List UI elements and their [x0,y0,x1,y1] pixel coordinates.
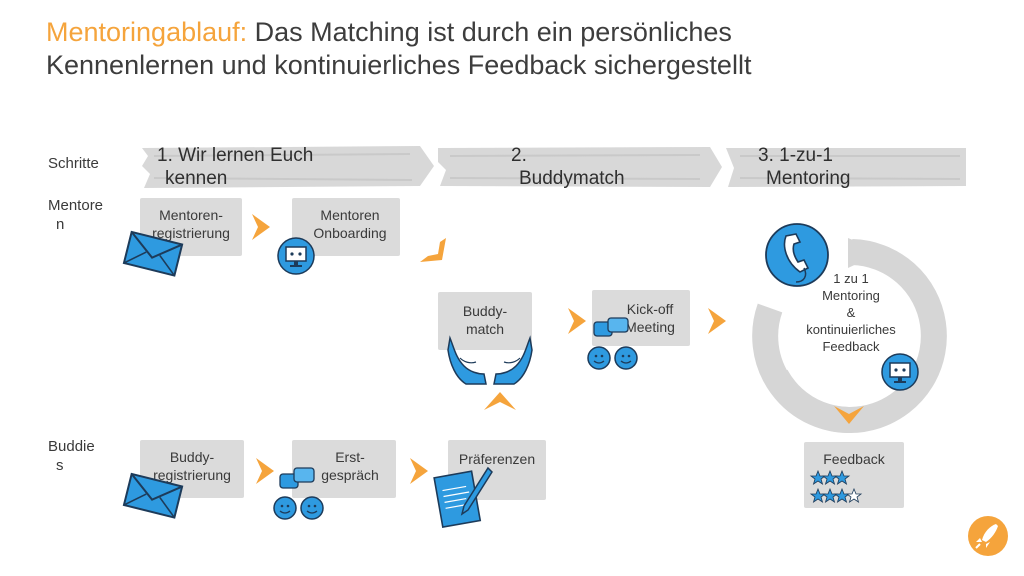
phase-1-line2: kennen [165,168,228,189]
phase-2-label: 2. Buddymatch [511,144,625,190]
envelope-icon [122,472,184,519]
chevron-down-left-icon [420,238,446,262]
buddy-registration-line2: registrierung [153,467,231,483]
chevron-right-icon [256,458,274,484]
buddymatch-line1: Buddy- [462,303,508,319]
cycle-line4: kontinuierliches [806,322,896,337]
title-line1: Das Matching ist durch ein persönliches [247,17,732,47]
row-label-mentors-line2: n [56,216,65,233]
rocket-logo-icon [968,516,1008,556]
mentor-registration-line1: Mentoren- [159,207,223,223]
slide-title: Mentoringablauf: Das Matching ist durch … [46,16,751,82]
chat-faces-icon [273,467,324,520]
first-talk-label: Erst- gespräch [300,448,400,484]
chevron-right-icon [252,214,270,240]
phase-3-label: 3. 1-zu-1 Mentoring [758,144,851,190]
mentor-registration-line2: registrierung [152,225,230,241]
row-label-steps: Schritte [48,155,99,172]
chevron-right-icon [568,308,586,334]
row-label-mentors: Mentore n [48,196,103,234]
mentor-onboarding-line1: Mentoren [320,207,380,223]
title-line2: Kennenlernen und kontinuierliches Feedba… [46,50,752,80]
buddy-registration-line1: Buddy- [169,449,215,465]
phase-1-line1: 1. Wir lernen Euch [157,145,314,166]
document-pen-icon [433,466,493,529]
cycle-line5: Feedback [822,339,880,354]
phase-2-line2: Buddymatch [519,168,625,189]
envelope-icon [122,230,184,277]
cycle-line3: & [846,305,856,320]
chevron-up-icon [484,392,516,410]
mentor-onboarding-line2: Onboarding [313,225,387,241]
title-accent: Mentoringablauf: [46,17,248,47]
first-talk-line1: Erst- [335,449,365,465]
monitor-icon [277,237,315,275]
cycle-label: 1 zu 1 Mentoring & kontinuierliches Feed… [780,270,922,355]
buddymatch-box [438,292,532,350]
buddymatch-line2: match [465,321,505,337]
phase-3-line1: 3. 1-zu-1 [758,145,833,166]
phase-1-label: 1. Wir lernen Euch kennen [157,144,313,190]
cycle-arrow-icon [752,238,947,434]
phase-arrows [142,146,966,188]
row-label-mentors-line1: Mentore [48,197,104,214]
kickoff-label: Kick-off Meeting [608,300,692,336]
row-label-buddies: Buddie s [48,437,95,475]
row-label-buddies-line1: Buddie [48,438,95,455]
phase-3-line2: Mentoring [766,168,851,189]
phase-arrow-2 [438,147,722,187]
feedback-label: Feedback [823,451,885,467]
hands-icon [447,335,533,385]
preferences-label: Präferenzen [458,451,536,467]
phone-icon [765,223,829,287]
kickoff-line2: Meeting [625,319,675,335]
chevron-down-icon [834,406,864,424]
chevron-right-icon [708,308,726,334]
chat-faces-icon [587,317,638,370]
cycle-line2: Mentoring [822,288,880,303]
kickoff-box [592,290,690,346]
kickoff-line1: Kick-off [626,301,674,317]
phase-2-line1: 2. [511,145,527,166]
chevron-right-icon [410,458,428,484]
rating-stars-icon [809,469,863,503]
first-talk-line2: gespräch [321,467,379,483]
buddymatch-label: Buddy- match [438,302,532,338]
mentor-registration-label: Mentoren- registrierung [140,206,242,242]
row-label-buddies-line2: s [56,457,64,474]
buddy-registration-label: Buddy- registrierung [140,448,244,484]
mentor-onboarding-label: Mentoren Onboarding [296,206,404,242]
monitor-icon [881,353,919,391]
cycle-line1: 1 zu 1 [833,271,869,286]
